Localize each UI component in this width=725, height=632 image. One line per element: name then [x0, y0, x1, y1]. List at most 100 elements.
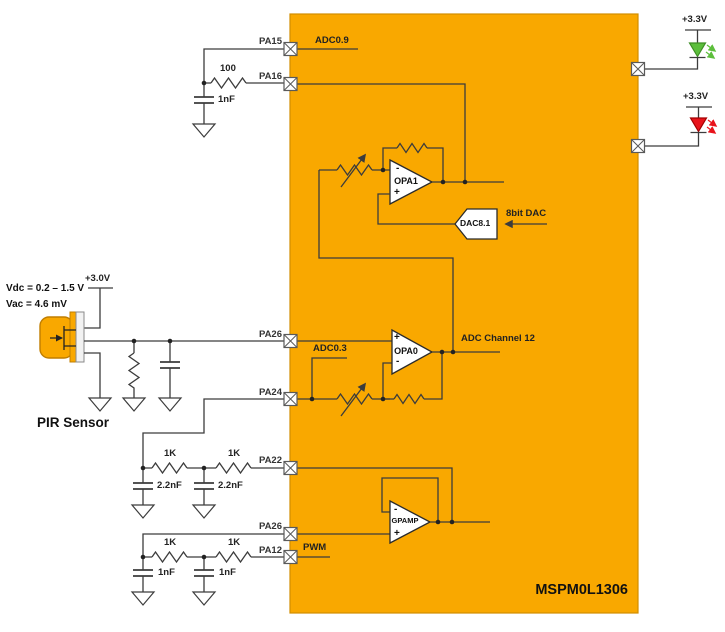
opamp-opa1: [389, 158, 434, 206]
opa0-block: [297, 328, 500, 417]
opa1-minus-sign: -: [396, 163, 400, 174]
variable-resistor: [336, 163, 373, 177]
opa0-minus-route: [382, 362, 392, 399]
resistor-1k: [215, 550, 252, 564]
red-led-circuit: [645, 106, 718, 147]
opa0-minus-sign: -: [396, 356, 400, 367]
dac-bus-label: 8bit DAC: [506, 208, 547, 219]
pa22-gpamp-route: [297, 467, 453, 522]
bias-resistor: [127, 352, 141, 398]
pir-vac-label: Vac = 4.6 mV: [6, 299, 67, 310]
ground-symbol: [130, 504, 156, 519]
adc03-label: ADC0.3: [313, 343, 347, 354]
opamp-opa0: [391, 328, 434, 376]
ground-symbol: [130, 591, 156, 606]
ground-symbol: [191, 504, 217, 519]
opa1-label: OPA1: [394, 176, 418, 186]
pa12-rc-ladder: [130, 533, 284, 606]
pin-box-pa16: [283, 76, 298, 92]
mcu-chip-body: [289, 13, 639, 614]
variable-resistor-arrow: [340, 153, 367, 188]
adc09-label: ADC0.9: [315, 35, 349, 46]
ground-symbol: [191, 591, 217, 606]
dac-label: DAC8.1: [460, 218, 491, 228]
opa1-plus-sign: +: [394, 187, 400, 198]
opa1-feedback-resistor: [396, 142, 428, 154]
adc-channel-label: ADC Channel 12: [461, 333, 535, 344]
led-light-arrow: [706, 126, 717, 134]
gpamp-block: [297, 467, 490, 545]
ground-symbol: [121, 397, 147, 412]
pa22-rc-ladder: [130, 398, 284, 519]
capacitor-2p2nf: [133, 482, 153, 490]
capacitor-2p2nf-label: 2.2nF: [157, 480, 182, 491]
resistor-1k-label: 1K: [228, 448, 241, 459]
filter-capacitor: [160, 361, 180, 369]
resistor-1k-label: 1K: [228, 537, 241, 548]
opa1-block: [318, 142, 504, 352]
pin-label-pa24: PA24: [258, 387, 282, 398]
pin-boxes: [283, 41, 646, 565]
junction-dots: [131, 80, 468, 560]
ground-symbol: [191, 123, 217, 138]
pin-box-green-led: [630, 61, 646, 77]
pir-vdc-label: Vdc = 0.2 – 1.5 V: [6, 283, 85, 294]
supply-label-red: +3.3V: [683, 91, 709, 102]
pin-label-pa16: PA16: [258, 71, 282, 82]
pin-box-pa15: [283, 41, 298, 57]
opa1-plus-route: [377, 193, 455, 225]
capacitor-2p2nf-label: 2.2nF: [218, 480, 243, 491]
pa16-opa1-route: [297, 83, 466, 182]
supply-label-green: +3.3V: [682, 14, 708, 25]
ground-symbol: [157, 397, 183, 412]
pin-box-red-led: [630, 138, 646, 154]
pir-sensor-icon: [39, 287, 284, 412]
opa0-feedback-resistor: [393, 393, 425, 405]
chip-internal-routes: [297, 48, 466, 558]
capacitor-1nf: [133, 569, 153, 577]
pin-box-pa26-opa0: [283, 333, 298, 349]
pin-label-pa22: PA22: [258, 455, 282, 466]
pin-box-pa24: [283, 391, 298, 407]
led-light-arrow: [705, 51, 716, 59]
pin-label-pa15: PA15: [258, 36, 282, 47]
resistor-1k-label: 1K: [164, 448, 177, 459]
dac-symbol: [454, 208, 498, 240]
capacitor-1nf-label: 1nF: [219, 567, 236, 578]
resistor-1k-label: 1K: [164, 537, 177, 548]
capacitor-1nf-top-label: 1nF: [218, 94, 235, 105]
adc03-stub: [311, 357, 347, 399]
pin-box-pa22: [283, 460, 298, 476]
gpamp-feedback-route: [381, 477, 439, 522]
supply-rail-3v0: [84, 287, 113, 329]
pin-label-pa12: PA12: [258, 545, 282, 556]
resistor-1k: [151, 550, 188, 564]
supply-rail-3v3: [686, 106, 712, 118]
capacitor-1nf-label: 1nF: [158, 567, 175, 578]
pir-sensor-title: PIR Sensor: [37, 415, 110, 430]
pa15-pa16-network: [191, 48, 284, 138]
opa0-label: OPA0: [394, 346, 418, 356]
pin-box-pa12: [283, 549, 298, 565]
gpamp-plus-sign: +: [394, 528, 400, 539]
resistor-100-label: 100: [220, 63, 236, 74]
opamp-gpamp: [389, 499, 432, 545]
opa0-plus-sign: +: [394, 332, 400, 343]
gpamp-label: GPAMP: [391, 516, 419, 525]
dac-block: [454, 208, 547, 240]
green-led-icon: [688, 42, 707, 58]
green-led-circuit: [645, 29, 717, 70]
capacitor-1nf-top: [194, 96, 214, 104]
supply-label-pir: +3.0V: [85, 273, 111, 284]
pin-box-pa26-gpamp: [283, 526, 298, 542]
pwm-label: PWM: [303, 542, 327, 553]
variable-resistor: [336, 392, 373, 406]
resistor-100: [210, 76, 247, 90]
ground-symbol: [87, 397, 113, 412]
pin-label-pa26-opa0: PA26: [258, 329, 282, 340]
opa1-to-opa0-route: [318, 170, 454, 352]
pa26-external-route: [142, 533, 284, 557]
chip-name-label: MSPM0L1306: [535, 582, 628, 598]
